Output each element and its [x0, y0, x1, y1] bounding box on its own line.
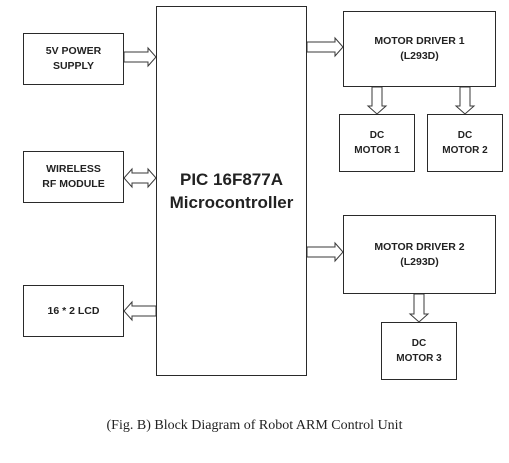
rf-module-block: WIRELESS RF MODULE — [23, 151, 124, 203]
dc-motor-2-block: DC MOTOR 2 — [427, 114, 503, 172]
block-label-line: WIRELESS — [46, 163, 101, 175]
block-label-line: 16 * 2 LCD — [47, 304, 100, 317]
dc-motor-1-block: DC MOTOR 1 — [339, 114, 415, 172]
connection-arrow-microcontroller-to-motor-driver-1 — [306, 36, 344, 58]
block-label-line: DC — [369, 130, 385, 141]
connection-arrow-motor-driver-1-to-dc-motor-2 — [454, 86, 476, 115]
dc-motor-3-block: DC MOTOR 3 — [381, 322, 457, 380]
block-label-line: 5V POWER — [45, 45, 102, 57]
block-label-line: MOTOR 2 — [442, 145, 488, 156]
block-label-line: MOTOR 3 — [396, 353, 442, 364]
block-label-line: RF MODULE — [42, 178, 105, 190]
connection-arrow-microcontroller-to-motor-driver-2 — [306, 241, 344, 263]
motor-driver-2-block: MOTOR DRIVER 2 (L293D) — [343, 215, 496, 294]
connection-arrow-motor-driver-1-to-dc-motor-1 — [366, 86, 388, 115]
connection-arrow-motor-driver-2-to-dc-motor-3 — [408, 293, 430, 323]
microcontroller-block: PIC 16F877A Microcontroller — [156, 6, 307, 376]
block-label-line: (L293D) — [400, 255, 439, 268]
block-label-line: MOTOR DRIVER 2 — [374, 240, 465, 253]
motor-driver-1-block: MOTOR DRIVER 1 (L293D) — [343, 11, 496, 87]
block-label-line: MOTOR 1 — [354, 145, 400, 156]
figure-caption: (Fig. B) Block Diagram of Robot ARM Cont… — [106, 418, 403, 433]
power-supply-block: 5V POWER SUPPLY — [23, 33, 124, 85]
connection-arrow-microcontroller-to-lcd — [123, 300, 157, 322]
lcd-block: 16 * 2 LCD — [23, 285, 124, 337]
block-label-line: (L293D) — [400, 50, 439, 62]
connection-arrow-power-supply-to-microcontroller — [123, 46, 157, 68]
connection-arrow-rf-module-to-microcontroller — [123, 167, 157, 189]
block-label-line: DC — [457, 130, 473, 141]
block-label-line: DC — [411, 338, 427, 349]
block-label-line: Microcontroller — [169, 193, 294, 212]
block-label-line: MOTOR DRIVER 1 — [374, 35, 465, 47]
block-label-line: SUPPLY — [52, 60, 95, 72]
block-label-line: PIC 16F877A — [180, 170, 283, 189]
